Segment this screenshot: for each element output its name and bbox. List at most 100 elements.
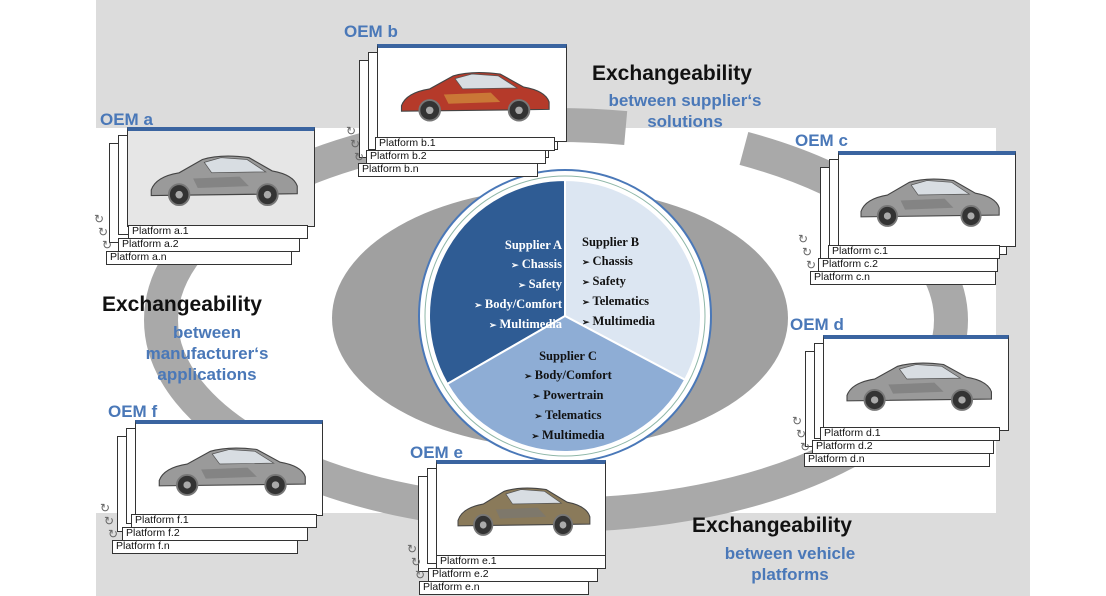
- supplier-item-label: Multimedia: [499, 317, 563, 331]
- supplier-pie: [428, 178, 702, 453]
- car-icon: [378, 48, 566, 141]
- supplier-c-label: Supplier C➢Body/Comfort➢Powertrain➢Telem…: [503, 347, 633, 446]
- bullet-arrow-icon: ➢: [582, 317, 590, 327]
- car-image: [135, 420, 323, 516]
- supplier-item: ➢Safety: [438, 275, 562, 295]
- platform-label: Platform c.2: [818, 258, 998, 272]
- oem-title: OEM a: [100, 110, 153, 129]
- platform-label: Platform d.1: [820, 427, 1000, 441]
- bullet-arrow-icon: ➢: [531, 431, 540, 441]
- supplier-wedge-b: [564, 178, 702, 382]
- cycle-arrow-icon: ↻: [350, 137, 361, 151]
- car-icon: [824, 339, 1008, 430]
- car-image: [436, 460, 606, 556]
- supplier-item-label: Multimedia: [592, 314, 656, 328]
- car-image: [823, 335, 1009, 431]
- platform-label: Platform e.n: [419, 581, 589, 595]
- supplier-item: ➢Multimedia: [582, 312, 692, 332]
- platform-label: Platform e.1: [436, 555, 606, 569]
- bullet-arrow-icon: ➢: [511, 260, 519, 270]
- exchange-manufacturers-heading: Exchangeability: [102, 293, 262, 316]
- car-icon: [437, 464, 605, 555]
- supplier-item: ➢Powertrain: [503, 386, 633, 406]
- oem-title: OEM d: [790, 315, 844, 334]
- cycle-arrow-icon: ↻: [98, 225, 109, 239]
- oem-title: OEM c: [795, 131, 848, 150]
- platform-label: Platform d.2: [812, 440, 994, 454]
- oem-title: OEM e: [410, 443, 463, 462]
- platform-label: Platform b.n: [358, 163, 538, 177]
- supplier-item: ➢Telematics: [503, 406, 633, 426]
- cycle-arrow-icon: ↻: [798, 232, 809, 246]
- exchange-manufacturers-sub: between manufacturer‘s applications: [145, 323, 269, 384]
- cycle-arrow-icon: ↻: [806, 258, 817, 272]
- bullet-arrow-icon: ➢: [474, 300, 482, 310]
- bullet-arrow-icon: ➢: [518, 280, 526, 290]
- oem-title: OEM f: [108, 402, 158, 421]
- cycle-arrow-icon: ↻: [411, 555, 422, 569]
- supplier-item: ➢Body/Comfort: [438, 295, 562, 315]
- platform-label: Platform c.1: [828, 245, 1000, 259]
- supplier-name: Supplier C: [539, 349, 597, 363]
- bullet-arrow-icon: ➢: [488, 320, 497, 330]
- supplier-item-label: Body/Comfort: [484, 297, 562, 311]
- cycle-arrow-icon: ↻: [800, 440, 811, 454]
- supplier-name: Supplier B: [582, 235, 640, 249]
- bullet-arrow-icon: ➢: [582, 297, 590, 307]
- car-image: [838, 151, 1016, 247]
- platform-label: Platform a.2: [118, 238, 300, 252]
- platform-label: Platform f.n: [112, 540, 298, 554]
- exchange-suppliers-sub: between supplier‘s solutions: [608, 91, 762, 131]
- exchange-platforms-heading: Exchangeability: [692, 514, 852, 537]
- exchange-suppliers-heading: Exchangeability: [592, 62, 752, 85]
- bullet-arrow-icon: ➢: [532, 391, 541, 401]
- supplier-item-label: Telematics: [592, 294, 650, 308]
- cycle-arrow-icon: ↻: [354, 150, 365, 164]
- exchange-platforms-sub: between vehicle platforms: [724, 544, 856, 584]
- platform-label: Platform e.2: [428, 568, 598, 582]
- supplier-item-label: Multimedia: [542, 428, 605, 442]
- cycle-arrow-icon: ↻: [346, 124, 357, 138]
- supplier-item: ➢Telematics: [582, 292, 692, 312]
- supplier-item: ➢Multimedia: [438, 315, 562, 335]
- oem-title: OEM b: [344, 22, 398, 41]
- car-icon: [839, 155, 1015, 246]
- cycle-arrow-icon: ↻: [792, 414, 803, 428]
- supplier-b-label: Supplier B➢Chassis➢Safety➢Telematics➢Mul…: [582, 233, 692, 332]
- bullet-arrow-icon: ➢: [582, 277, 590, 287]
- platform-label: Platform b.2: [366, 150, 546, 164]
- platform-label: Platform c.n: [810, 271, 996, 285]
- car-image: [377, 44, 567, 142]
- bullet-arrow-icon: ➢: [582, 257, 590, 267]
- platform-label: Platform a.n: [106, 251, 292, 265]
- bullet-arrow-icon: ➢: [524, 371, 532, 381]
- cycle-arrow-icon: ↻: [796, 427, 807, 441]
- cycle-arrow-icon: ↻: [407, 542, 418, 556]
- supplier-item-label: Chassis: [521, 257, 562, 271]
- bullet-arrow-icon: ➢: [534, 411, 543, 421]
- cycle-arrow-icon: ↻: [802, 245, 813, 259]
- supplier-item: ➢Chassis: [438, 255, 562, 275]
- car-image: [127, 127, 315, 227]
- platform-label: Platform f.1: [131, 514, 317, 528]
- supplier-wedge-c: [445, 314, 687, 453]
- platform-label: Platform b.1: [375, 137, 555, 151]
- supplier-wedge-a: [428, 178, 566, 386]
- cycle-arrow-icon: ↻: [108, 527, 119, 541]
- cycle-arrow-icon: ↻: [94, 212, 105, 226]
- cycle-arrow-icon: ↻: [104, 514, 115, 528]
- car-icon: [136, 424, 322, 515]
- supplier-item: ➢Safety: [582, 272, 692, 292]
- supplier-a-label: Supplier A➢Chassis➢Safety➢Body/Comfort➢M…: [438, 236, 562, 335]
- cycle-arrow-icon: ↻: [102, 238, 113, 252]
- platform-label: Platform d.n: [804, 453, 990, 467]
- supplier-item-label: Telematics: [545, 408, 602, 422]
- supplier-item: ➢Body/Comfort: [503, 366, 633, 386]
- supplier-item-label: Powertrain: [543, 388, 604, 402]
- cycle-arrow-icon: ↻: [415, 568, 426, 582]
- supplier-item-label: Safety: [592, 274, 626, 288]
- supplier-item: ➢Multimedia: [503, 426, 633, 446]
- supplier-item-label: Safety: [528, 277, 562, 291]
- supplier-item-label: Chassis: [592, 254, 633, 268]
